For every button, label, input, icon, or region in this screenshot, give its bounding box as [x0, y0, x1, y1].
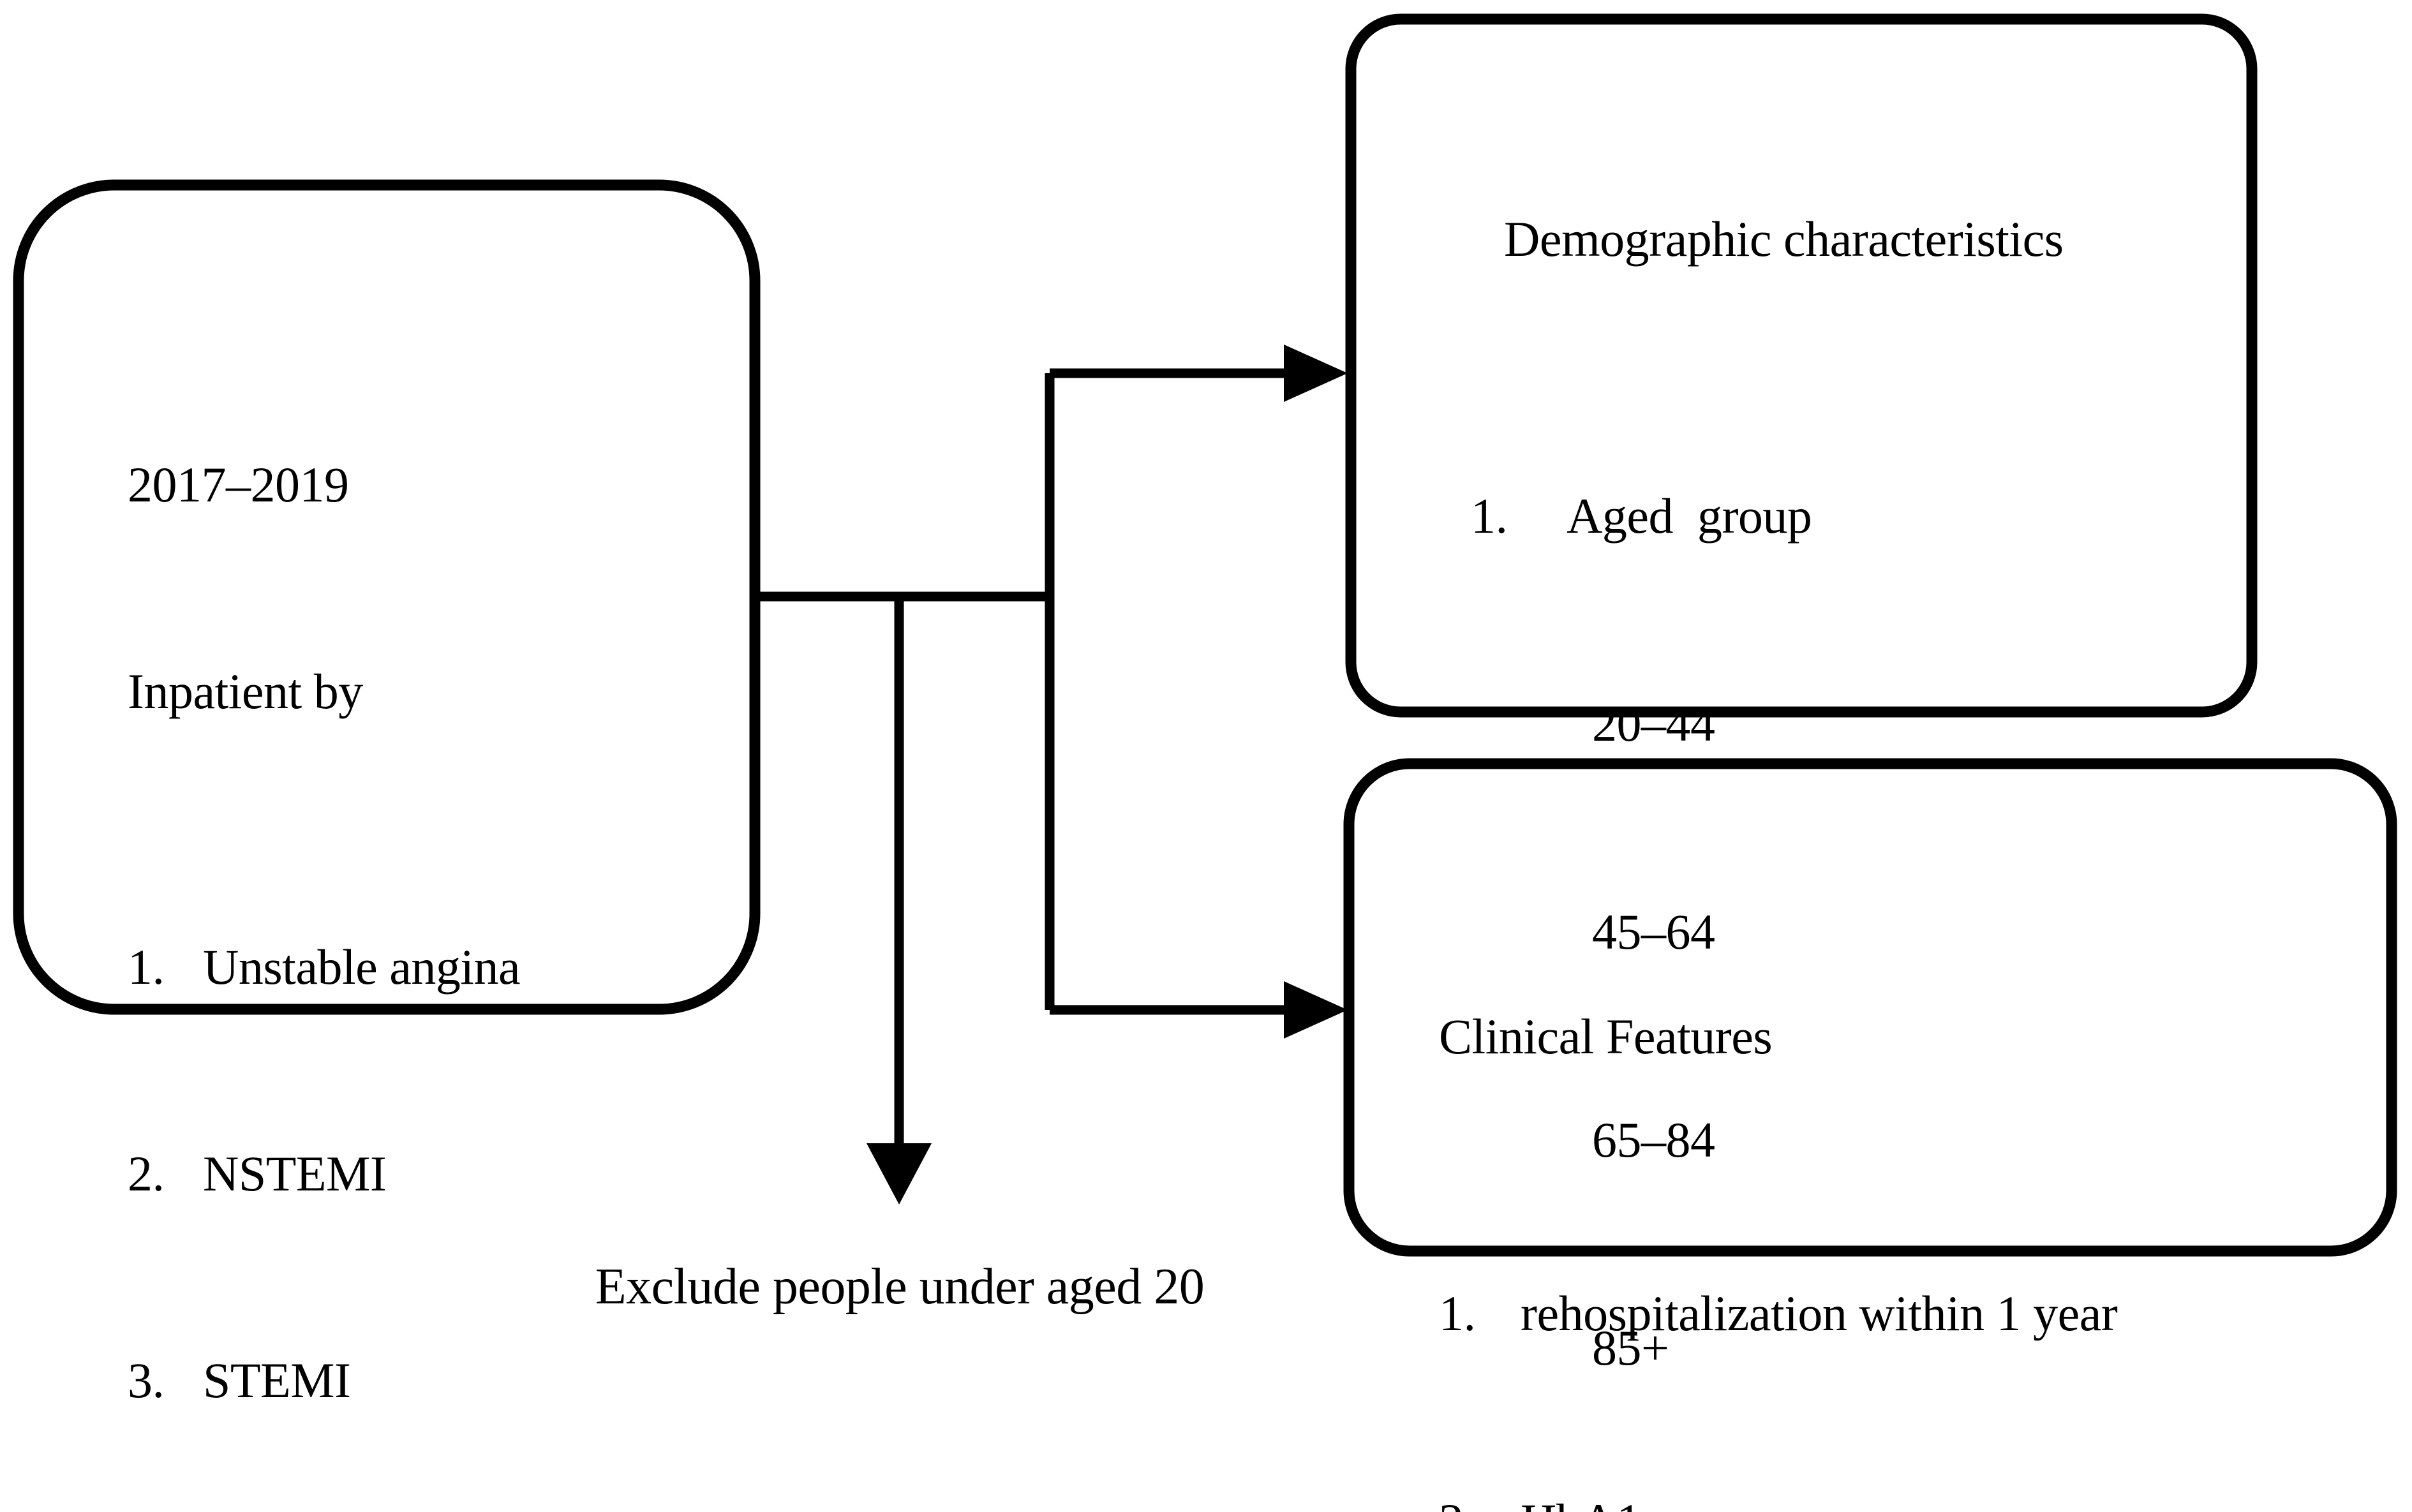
source-item-1-label: Unstable angina — [203, 939, 521, 995]
source-period: 2017–2019 — [128, 457, 349, 512]
source-item-1-number: 1. — [128, 939, 165, 995]
source-item-2: 2. NSTEMI — [128, 1139, 702, 1208]
age-group-value-85-plus: 85+ — [1592, 1320, 1669, 1375]
inpatient-source-box-content: 2017–2019 Inpatient by 1. Unstable angin… — [128, 313, 702, 1512]
arrowhead-exclusion-icon — [867, 1143, 932, 1204]
demographic-characteristics-box-content: Demographic characteristics 1. Aged grou… — [1471, 67, 2224, 1512]
clinical-item-2: 2. HbA1c — [1439, 1487, 2345, 1512]
demographic-group-1-number: 1. — [1471, 488, 1508, 544]
footnote-line-1: NSTEMI = non ST-elevation myocardial inf… — [45, 1508, 2374, 1512]
age-group-value-65-84: 65–84 — [1592, 1112, 1715, 1167]
exclusion-note: Exclude people under aged 20 — [595, 1259, 1205, 1315]
source-item-3-number: 3. — [128, 1353, 165, 1408]
age-group-value-45-64: 45–64 — [1592, 904, 1715, 960]
clinical-features-box-content: Clinical Features 1. rehospitalization w… — [1439, 864, 2345, 1512]
source-item-1: 1. Unstable angina — [128, 933, 702, 1002]
arrowhead-demographic-icon — [1284, 345, 1348, 402]
clinical-item-2-label: HbA1c — [1521, 1487, 2345, 1512]
clinical-item-1: 1. rehospitalization within 1 year — [1439, 1279, 2345, 1349]
source-item-2-label: NSTEMI — [203, 1146, 387, 1201]
arrowhead-clinical-icon — [1284, 981, 1348, 1039]
demographic-heading: Demographic characteristics — [1504, 211, 2064, 267]
clinical-heading: Clinical Features — [1439, 1009, 1773, 1064]
demographic-group-1: 1. Aged group — [1471, 482, 2224, 552]
clinical-item-1-number: 1. — [1439, 1286, 1476, 1341]
source-item-2-number: 2. — [128, 1146, 165, 1201]
source-item-3-label: STEMI — [203, 1353, 351, 1408]
age-group-value-20-44: 20–44 — [1592, 696, 1715, 752]
clinical-item-1-label: rehospitalization within 1 year — [1521, 1286, 2118, 1341]
clinical-item-2-number: 2. — [1439, 1487, 1521, 1512]
demographic-group-1-label: Aged group — [1567, 488, 1812, 544]
source-subtitle: Inpatient by — [128, 663, 363, 719]
abbreviation-footnote: NSTEMI = non ST-elevation myocardial inf… — [45, 1365, 2374, 1512]
source-item-3: 3. STEMI — [128, 1346, 702, 1415]
